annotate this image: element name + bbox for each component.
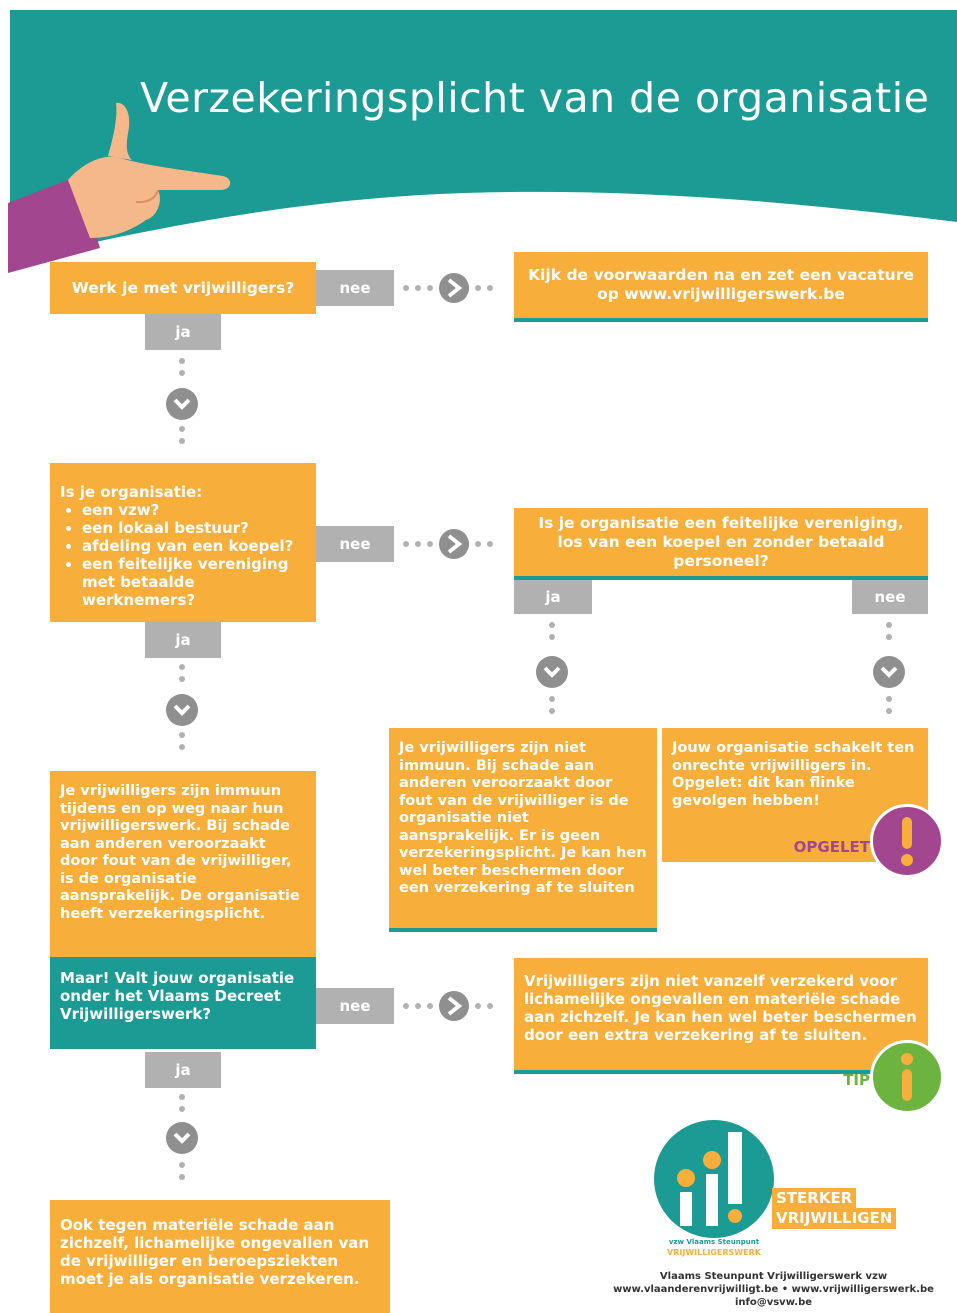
followup-no-label: nee — [852, 580, 928, 614]
step2-yes-label: ja — [145, 622, 221, 658]
logo-small-2: VRIJWILLIGERSWERK — [667, 1248, 761, 1257]
chevron-down-icon — [166, 1122, 198, 1154]
question-organisation-type: Is je organisatie: een vzw? een lokaal b… — [50, 463, 316, 622]
question-organisation-intro: Is je organisatie: — [60, 483, 203, 501]
question-feitelijke-vereniging: Is je organisatie een feitelijke verenig… — [514, 508, 928, 580]
result-not-insured: Vrijwilligers zijn niet vanzelf verzeker… — [514, 958, 928, 1074]
chevron-down-icon — [536, 656, 568, 688]
followup-no-dots — [886, 622, 892, 646]
step3-yes-label: ja — [145, 1052, 221, 1088]
followup-yes-dots-2 — [549, 696, 555, 720]
step1-dots — [179, 358, 185, 382]
arrow-right-icon — [403, 991, 493, 1021]
vsvw-logo-icon — [654, 1120, 774, 1238]
result-wrongly-text: Jouw organisatie schakelt ten onrechte v… — [672, 740, 915, 774]
step1-arrow-right — [400, 272, 510, 304]
footer-org: Vlaams Steunpunt Vrijwilligerswerk vzw — [659, 1271, 888, 1282]
option-item: afdeling van een koepel? — [82, 537, 306, 555]
followup-yes-dots — [549, 622, 555, 646]
option-item: een lokaal bestuur? — [82, 519, 306, 537]
arrow-right-icon — [403, 529, 493, 559]
logo-tagline-1: STERKER — [772, 1188, 857, 1209]
result-not-immune: Je vrijwilligers zijn niet immuun. Bij s… — [389, 728, 657, 932]
chevron-down-icon — [166, 694, 198, 726]
followup-yes-label: ja — [514, 580, 592, 614]
chevron-down-icon — [166, 388, 198, 420]
result-must-insure: Ook tegen materiële schade aan zichzelf,… — [50, 1200, 390, 1313]
organisation-options: een vzw? een lokaal bestuur? afdeling va… — [60, 501, 306, 609]
step1-no-result: Kijk de voorwaarden na en zet een vacatu… — [514, 252, 928, 322]
chevron-down-icon — [873, 656, 905, 688]
warning-badge-label: OPGELET — [793, 838, 870, 856]
footer-email: info@vsvw.be — [734, 1297, 813, 1308]
logo-small-1: vzw Vlaams Steunpunt — [668, 1238, 760, 1246]
question-volunteers: Werk je met vrijwilligers? — [50, 262, 316, 314]
exclamation-icon — [870, 804, 944, 878]
step1-no-label: nee — [316, 270, 394, 306]
warning-text: Opgelet: dit kan flinke gevolgen hebben! — [672, 775, 855, 809]
pointing-hand-icon — [8, 102, 231, 273]
step1-yes-label: ja — [145, 314, 221, 350]
step3-dots — [179, 1094, 185, 1118]
step2-dots-2 — [179, 732, 185, 756]
step2-no-label: nee — [316, 526, 394, 562]
question-vlaams-decreet: Maar! Valt jouw organisatie onder het Vl… — [50, 957, 316, 1049]
followup-no-dots-2 — [886, 696, 892, 720]
option-item: een feitelijke vereniging met betaalde w… — [82, 555, 306, 609]
header-banner — [10, 10, 957, 262]
step2-dots — [179, 664, 185, 688]
logo-tagline-2: VRIJWILLIGEN — [772, 1208, 897, 1229]
step2-arrow-right — [400, 528, 510, 560]
page-title: Verzekeringsplicht van de organisatie — [140, 74, 930, 122]
step1-dots-2 — [179, 426, 185, 450]
tip-badge-label: TIP — [843, 1071, 870, 1089]
step3-dots-2 — [179, 1162, 185, 1186]
step3-arrow-right — [400, 990, 510, 1022]
option-item: een vzw? — [82, 501, 306, 519]
footer-urls: www.vlaanderenvrijwilligt.be • www.vrijw… — [613, 1284, 934, 1295]
arrow-right-icon — [403, 273, 493, 303]
result-immune: Je vrijwilligers zijn immuun tijdens en … — [50, 771, 316, 957]
step3-no-label: nee — [316, 988, 394, 1024]
info-tip-icon — [870, 1040, 944, 1114]
